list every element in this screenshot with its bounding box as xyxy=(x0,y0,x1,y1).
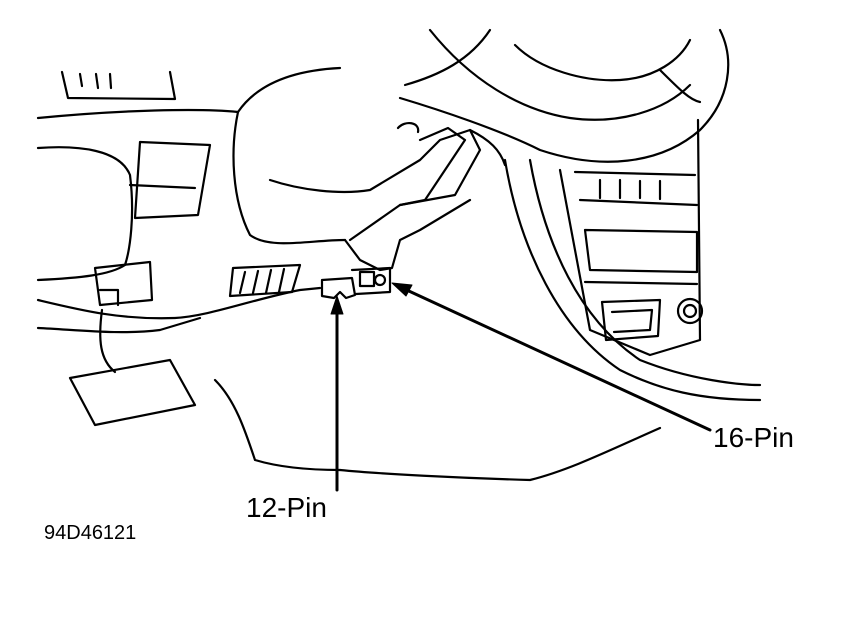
top-vent xyxy=(60,70,177,101)
arrowhead-16-pin xyxy=(391,282,413,297)
diagnostic-connectors xyxy=(320,266,392,300)
left-dash-panel xyxy=(36,140,322,334)
label-16-pin: 16-Pin xyxy=(713,422,794,453)
dash-upper-edge xyxy=(36,66,342,120)
leader-line-16-pin xyxy=(396,284,712,432)
lower-vent xyxy=(228,263,302,298)
figure-code: 94D46121 xyxy=(44,522,137,544)
steering-wheel xyxy=(232,28,730,245)
floor-console xyxy=(213,118,762,482)
leader-lines xyxy=(330,282,712,492)
label-12-pin: 12-Pin xyxy=(246,492,327,523)
hood-release-pedal xyxy=(68,260,197,427)
arrowhead-12-pin xyxy=(330,295,344,315)
center-stack xyxy=(573,170,704,342)
steering-column-shroud xyxy=(268,126,507,272)
